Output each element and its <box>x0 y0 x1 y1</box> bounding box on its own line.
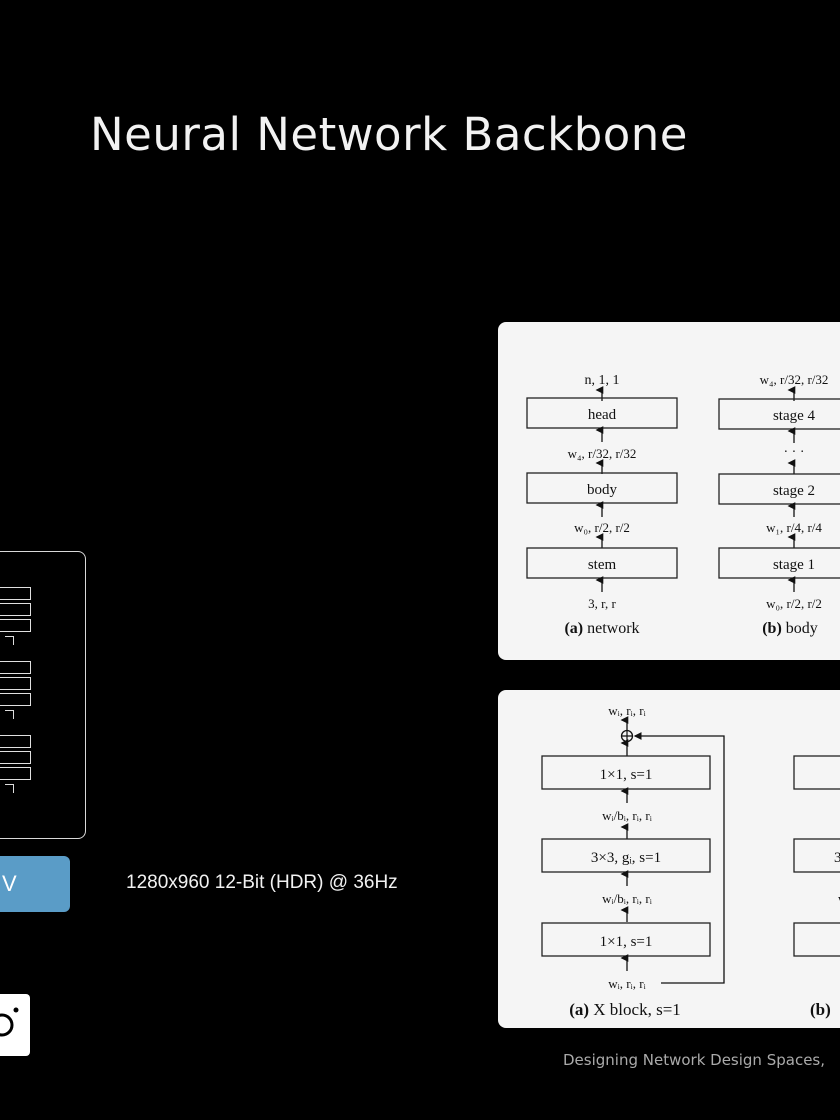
body-w1-label: w₁, r/4, r/4 <box>766 520 822 535</box>
camera-button-label: V <box>2 871 17 896</box>
panel-block <box>0 677 31 690</box>
network-w0-label: w₀, r/2, r/2 <box>574 520 630 535</box>
panel-block <box>0 693 31 706</box>
partial-caption: (b) <box>810 1000 831 1019</box>
panel-block <box>0 619 31 632</box>
network-input-label: 3, r, r <box>588 596 616 611</box>
xblock-diagram-card: wᵢ, rᵢ, rᵢ 1×1, s=1 wᵢ/bᵢ, rᵢ, rᵢ 3×3, g… <box>498 690 840 1028</box>
partial-top-box <box>793 755 840 790</box>
stage4-label: stage 4 <box>773 408 816 424</box>
panel-block <box>0 587 31 600</box>
network-diagram-card: n, 1, 1 head w₄, r/32, r/32 body w₀, r/2… <box>498 322 840 660</box>
panel-block <box>0 735 31 748</box>
stem-label: stem <box>588 557 617 573</box>
xblock-column: wᵢ, rᵢ, rᵢ 1×1, s=1 wᵢ/bᵢ, rᵢ, rᵢ 3×3, g… <box>541 703 725 1019</box>
body-output-label: w₄, r/32, r/32 <box>760 372 829 387</box>
panel-block <box>0 767 31 780</box>
xblock-output-label: wᵢ, rᵢ, rᵢ <box>608 703 646 718</box>
body-caption: (b) body <box>762 620 818 637</box>
xblock-caption: (a) X block, s=1 <box>569 1000 681 1019</box>
panel-block <box>0 751 31 764</box>
camera-spec-text: 1280x960 12-Bit (HDR) @ 36Hz <box>126 872 398 893</box>
partial-block-column: 3 w (b) <box>793 755 840 1019</box>
left-architecture-panel <box>0 551 86 839</box>
conv-mid-label: 3×3, gᵢ, s=1 <box>591 850 661 866</box>
stage2-label: stage 2 <box>773 483 815 499</box>
head-label: head <box>588 407 617 423</box>
xblock-mid2-label: wᵢ/bᵢ, rᵢ, rᵢ <box>602 891 653 906</box>
camera-button[interactable]: V <box>0 856 70 912</box>
partial-mid-box <box>793 838 840 873</box>
conv-top-label: 1×1, s=1 <box>600 767 653 783</box>
partial-mid2-label: w <box>838 891 840 906</box>
slide-title: Neural Network Backbone <box>90 108 688 161</box>
body-dots: · · · <box>784 445 805 460</box>
body-column: w₄, r/32, r/32 stage 4 · · · stage 2 w₁,… <box>718 372 840 637</box>
citation-footer: Designing Network Design Spaces, <box>563 1051 826 1069</box>
panel-arrow <box>5 636 14 645</box>
network-column: n, 1, 1 head w₄, r/32, r/32 body w₀, r/2… <box>526 373 678 637</box>
partial-mid-label: 3 <box>834 850 840 866</box>
conv-bot-label: 1×1, s=1 <box>600 934 653 950</box>
body-label: body <box>587 482 618 498</box>
skip-connection <box>633 732 725 984</box>
network-output-label: n, 1, 1 <box>585 373 620 388</box>
xblock-mid1-label: wᵢ/bᵢ, rᵢ, rᵢ <box>602 808 653 823</box>
xblock-input-label: wᵢ, rᵢ, rᵢ <box>608 976 646 991</box>
panel-arrow <box>5 784 14 793</box>
camera-icon <box>0 994 30 1056</box>
panel-arrow <box>5 710 14 719</box>
panel-block <box>0 661 31 674</box>
network-w4-label: w₄, r/32, r/32 <box>568 446 637 461</box>
panel-block <box>0 603 31 616</box>
network-caption: (a) network <box>564 620 639 637</box>
body-input-label: w₀, r/2, r/2 <box>766 596 822 611</box>
stage1-label: stage 1 <box>773 557 815 573</box>
partial-bot-box <box>793 922 840 957</box>
